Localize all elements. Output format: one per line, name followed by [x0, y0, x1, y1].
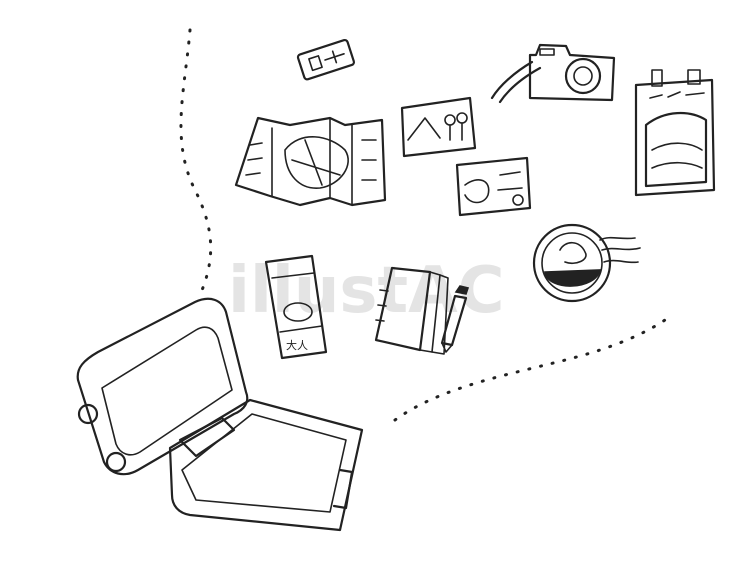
dotted-path — [179, 28, 213, 297]
pen-icon — [440, 285, 470, 353]
dotted-path-2 — [393, 318, 667, 422]
guidebook-icon — [634, 69, 716, 197]
camera-icon — [490, 43, 616, 104]
ticket-label: 大人 — [286, 338, 308, 352]
suitcase-icon — [76, 297, 364, 532]
ticket-icon: 大人 — [264, 254, 328, 360]
photo-icon-2 — [455, 156, 532, 217]
map-icon — [234, 116, 387, 207]
photo-icon — [400, 96, 477, 158]
stamp-icon — [532, 223, 641, 303]
notebook-icon — [374, 266, 449, 355]
small-ticket-icon — [296, 38, 356, 81]
